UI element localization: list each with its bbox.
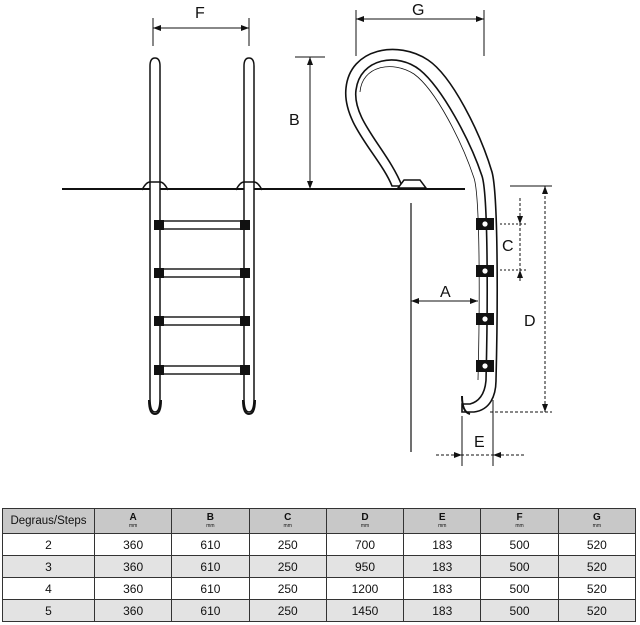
cell-d: 700 <box>325 533 405 556</box>
dimension-b: B <box>289 56 325 189</box>
cell-g: 520 <box>557 533 637 556</box>
header-code: A <box>129 512 137 523</box>
cell-a: 360 <box>93 599 173 622</box>
cell-a: 360 <box>93 555 173 578</box>
cell-c: 250 <box>248 577 327 600</box>
dimension-label-e: E <box>474 434 485 451</box>
header-unit: mm <box>128 523 138 529</box>
dimension-label-a: A <box>440 284 451 301</box>
cell-e: 183 <box>403 533 482 556</box>
dimension-f: F <box>152 5 250 46</box>
ladder-dimension-drawing: F G B C <box>62 2 552 466</box>
header-unit: mm <box>206 523 215 529</box>
table-row: 4 360 610 250 1200 183 500 520 <box>2 577 637 600</box>
cell-c: 250 <box>248 533 327 556</box>
ladder-step-4 <box>154 365 250 375</box>
header-unit: mm <box>360 523 370 529</box>
cell-e: 183 <box>403 599 482 622</box>
header-unit: mm <box>592 523 602 529</box>
cell-d: 1450 <box>325 599 405 622</box>
dimension-c: C <box>500 198 528 282</box>
cell-g: 520 <box>557 577 637 600</box>
dimension-label-f: F <box>195 5 205 22</box>
cell-steps: 2 <box>2 533 95 556</box>
cell-g: 520 <box>557 599 637 622</box>
header-steps: Degraus/Steps <box>2 508 95 534</box>
cell-e: 183 <box>403 577 482 600</box>
cell-f: 500 <box>480 577 559 600</box>
header-unit: mm <box>438 523 447 529</box>
pool-edge-line <box>62 188 465 452</box>
dimension-e: E <box>436 400 524 466</box>
cell-b: 610 <box>171 577 250 600</box>
table-row: 3 360 610 250 950 183 500 520 <box>2 555 637 578</box>
cell-a: 360 <box>93 533 173 556</box>
table-row: 5 360 610 250 1450 183 500 520 <box>2 599 637 622</box>
cell-g: 520 <box>557 555 637 578</box>
ladder-step-2 <box>154 268 250 278</box>
table-row: 2 360 610 250 700 183 500 520 <box>2 533 637 556</box>
cell-steps: 4 <box>2 577 95 600</box>
ladder-step-1 <box>154 220 250 230</box>
cell-f: 500 <box>480 555 559 578</box>
header-unit: mm <box>283 523 292 529</box>
cell-a: 360 <box>93 577 173 600</box>
dimension-label-b: B <box>289 112 300 129</box>
cell-c: 250 <box>248 599 327 622</box>
header-code: G <box>592 512 601 523</box>
header-code: B <box>206 512 215 523</box>
dimension-label-c: C <box>502 238 514 255</box>
cell-f: 500 <box>480 599 559 622</box>
cell-d: 950 <box>325 555 405 578</box>
cell-c: 250 <box>248 555 327 578</box>
cell-f: 500 <box>480 533 559 556</box>
ladder-step-3 <box>154 316 250 326</box>
cell-d: 1200 <box>325 577 405 600</box>
cell-b: 610 <box>171 533 250 556</box>
ladder-front-view <box>141 57 263 416</box>
dimension-label-d: D <box>524 313 536 330</box>
cell-steps: 3 <box>2 555 95 578</box>
cell-steps: 5 <box>2 599 95 622</box>
header-unit: mm <box>515 523 524 529</box>
cell-e: 183 <box>403 555 482 578</box>
dimension-a: A <box>411 284 478 304</box>
dimension-d: D <box>490 185 552 413</box>
cell-b: 610 <box>171 555 250 578</box>
ladder-side-view <box>345 48 498 415</box>
header-code: F <box>516 512 523 523</box>
cell-b: 610 <box>171 599 250 622</box>
header-code: E <box>438 512 446 523</box>
dimension-g: G <box>355 2 485 56</box>
header-code: D <box>361 512 369 523</box>
dimension-label-g: G <box>412 2 424 19</box>
header-code: C <box>284 512 292 523</box>
